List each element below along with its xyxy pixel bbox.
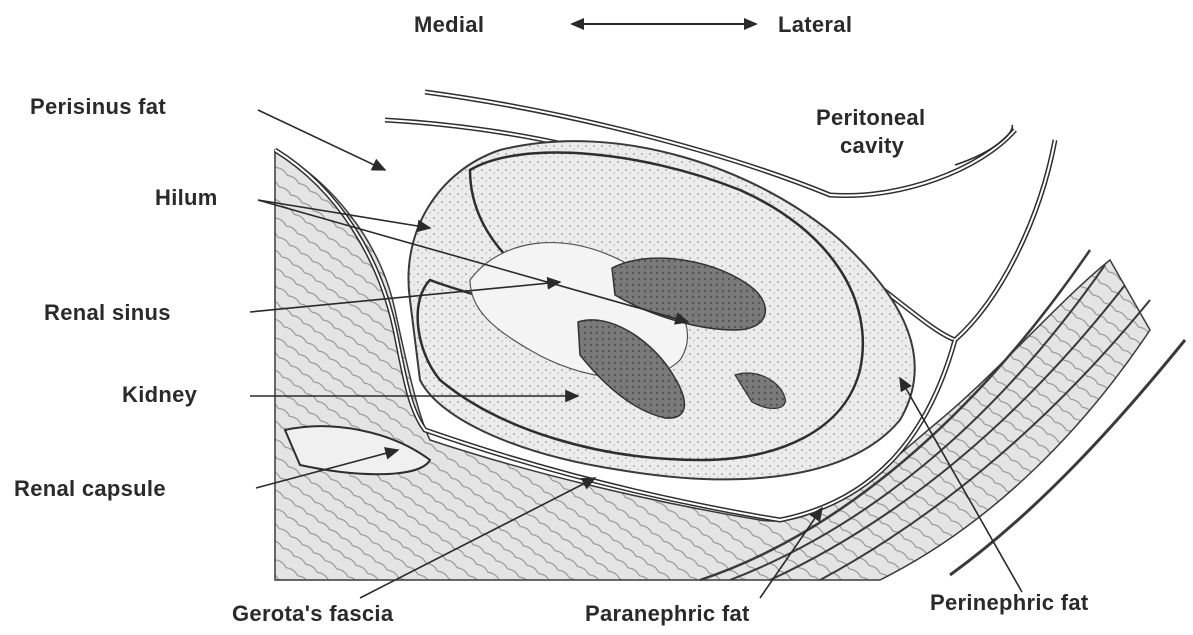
hilum-label: Hilum (155, 185, 218, 211)
medial-lateral-arrow (570, 18, 758, 30)
medial-label: Medial (414, 12, 484, 38)
perinephric-fat-label: Perinephric fat (930, 590, 1089, 616)
paranephric-fat-label: Paranephric fat (585, 601, 750, 627)
gerotas-fascia-label: Gerota's fascia (232, 601, 393, 627)
perisinus-fat-label: Perisinus fat (30, 94, 166, 120)
peritoneal-cavity-label: Peritoneal cavity (816, 104, 925, 160)
kidney-label: Kidney (122, 382, 197, 408)
renal-capsule-label: Renal capsule (14, 476, 166, 502)
lateral-label: Lateral (778, 12, 852, 38)
peritoneal-cavity-line2: cavity (816, 132, 925, 160)
peritoneal-cavity-line1: Peritoneal (816, 104, 925, 132)
renal-sinus-label: Renal sinus (44, 300, 171, 326)
